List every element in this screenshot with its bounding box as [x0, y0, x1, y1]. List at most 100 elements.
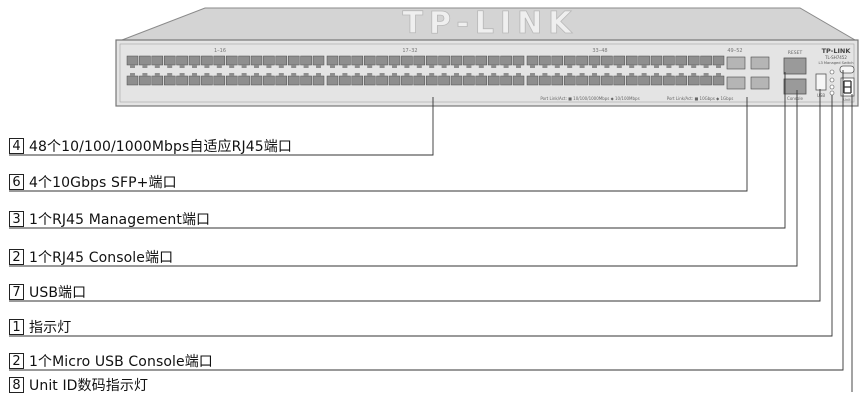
rj45-port-34	[326, 75, 339, 86]
callout-number: 6	[9, 174, 24, 190]
callout-number: 2	[9, 353, 24, 369]
callout-text: 1个RJ45 Console端口	[29, 250, 174, 266]
rj45-port-24	[263, 75, 275, 86]
port-range-label-2: 17–32	[402, 48, 417, 54]
rj45-port-latch	[130, 65, 135, 68]
rj45-port-latch	[278, 73, 284, 76]
rj45-port-71	[563, 55, 576, 66]
rj45-port-latch	[579, 65, 585, 68]
rj45-port-latch	[429, 73, 435, 76]
sfp-port-array	[726, 56, 770, 90]
rj45-port-41	[376, 55, 388, 66]
rj45-port-17	[225, 55, 238, 66]
sfp-port-3	[726, 76, 746, 90]
rj45-port-85	[650, 55, 663, 66]
unit-id-label: Unit	[843, 98, 851, 102]
rj45-port-74	[576, 75, 588, 86]
rj45-port-77	[601, 55, 613, 66]
rj45-port-latch	[179, 65, 185, 68]
rj45-port-69	[551, 55, 564, 66]
rj45-port-6	[151, 75, 164, 86]
rj45-port-95	[712, 55, 725, 66]
rj45-port-67	[539, 55, 551, 66]
leader-line-sfp	[9, 97, 748, 192]
rj45-port-58	[475, 75, 488, 86]
rj45-port-latch	[503, 65, 509, 68]
model-number: TL-SH7452	[824, 55, 847, 60]
callout-text: 1个Micro USB Console端口	[29, 354, 213, 370]
console-port-label: Console	[787, 96, 803, 101]
model-description: L3 Managed Switch	[818, 61, 853, 65]
rj45-port-94	[700, 75, 712, 86]
leader-line-micro-usb	[9, 70, 844, 371]
rj45-port-26	[275, 75, 288, 86]
rj45-port-latch	[278, 65, 284, 68]
rj45-port-31	[312, 55, 325, 66]
rj45-port-latch	[392, 65, 397, 68]
rj45-port-latch	[379, 65, 385, 68]
rj45-port-latch	[703, 73, 709, 76]
rj45-port-3	[139, 55, 151, 66]
sfp-port-1	[726, 56, 746, 70]
rj45-port-53	[450, 55, 463, 66]
rj45-port-latch	[542, 65, 548, 68]
rj45-port-11	[188, 55, 201, 66]
rj45-port-1	[126, 55, 139, 66]
rj45-port-latch	[291, 65, 297, 68]
rj45-port-latch	[130, 73, 135, 76]
rj45-port-latch	[478, 73, 484, 76]
rj45-port-latch	[429, 65, 435, 68]
rj45-port-56	[463, 75, 475, 86]
rj45-port-87	[663, 55, 675, 66]
rj45-port-latch	[441, 73, 447, 76]
rj45-port-latch	[641, 65, 647, 68]
rj45-port-latch	[516, 65, 521, 68]
rj45-port-14	[201, 75, 213, 86]
led-indicator-3	[829, 84, 835, 90]
rj45-port-33	[326, 55, 339, 66]
rj45-port-latch	[167, 65, 173, 68]
panel-brand: TP-LINK	[822, 47, 852, 55]
callout-sfp-ports: 6 4个10Gbps SFP+端口	[9, 172, 177, 192]
rj45-port-latch	[392, 73, 397, 76]
rj45-port-latch	[354, 73, 360, 76]
callout-number: 3	[9, 211, 24, 227]
rj45-port-75	[588, 55, 601, 66]
rj45-port-latch	[579, 73, 585, 76]
rj45-port-latch	[316, 73, 321, 76]
callout-unit-id: 8 Unit ID数码指示灯	[9, 375, 148, 395]
rj45-port-80	[613, 75, 626, 86]
rj45-port-latch	[216, 73, 222, 76]
rj45-port-5	[151, 55, 164, 66]
sfp-port-2	[750, 56, 770, 70]
rj45-port-latch	[330, 73, 335, 76]
rj45-port-latch	[367, 65, 373, 68]
rj45-port-latch	[192, 65, 197, 68]
rj45-port-81	[625, 55, 638, 66]
rj45-port-latch	[491, 73, 497, 76]
rj45-port-86	[650, 75, 663, 86]
rj45-port-47	[413, 55, 426, 66]
rj45-port-21	[250, 55, 263, 66]
rj45-port-88	[663, 75, 675, 86]
rj45-port-latch	[567, 65, 573, 68]
rj45-port-latch	[616, 65, 622, 68]
reset-label: RESET	[788, 50, 803, 56]
rj45-port-latch	[678, 65, 684, 68]
rj45-port-latch	[654, 73, 659, 76]
rj45-port-73	[576, 55, 588, 66]
rj45-port-96	[712, 75, 725, 86]
rj45-port-48	[413, 75, 426, 86]
rj45-port-39	[363, 55, 376, 66]
callout-micro-usb-console: 2 1个Micro USB Console端口	[9, 351, 213, 371]
rj45-port-latch	[241, 65, 247, 68]
rj45-port-latch	[154, 73, 160, 76]
rj45-port-16	[213, 75, 226, 86]
callout-number: 1	[9, 319, 24, 335]
rj45-port-38	[351, 75, 364, 86]
rj45-port-latch	[516, 73, 521, 76]
callout-number: 7	[9, 284, 24, 300]
rj45-port-52	[438, 75, 450, 86]
led-indicator-2	[829, 77, 835, 83]
rj45-port-latch	[167, 73, 173, 76]
